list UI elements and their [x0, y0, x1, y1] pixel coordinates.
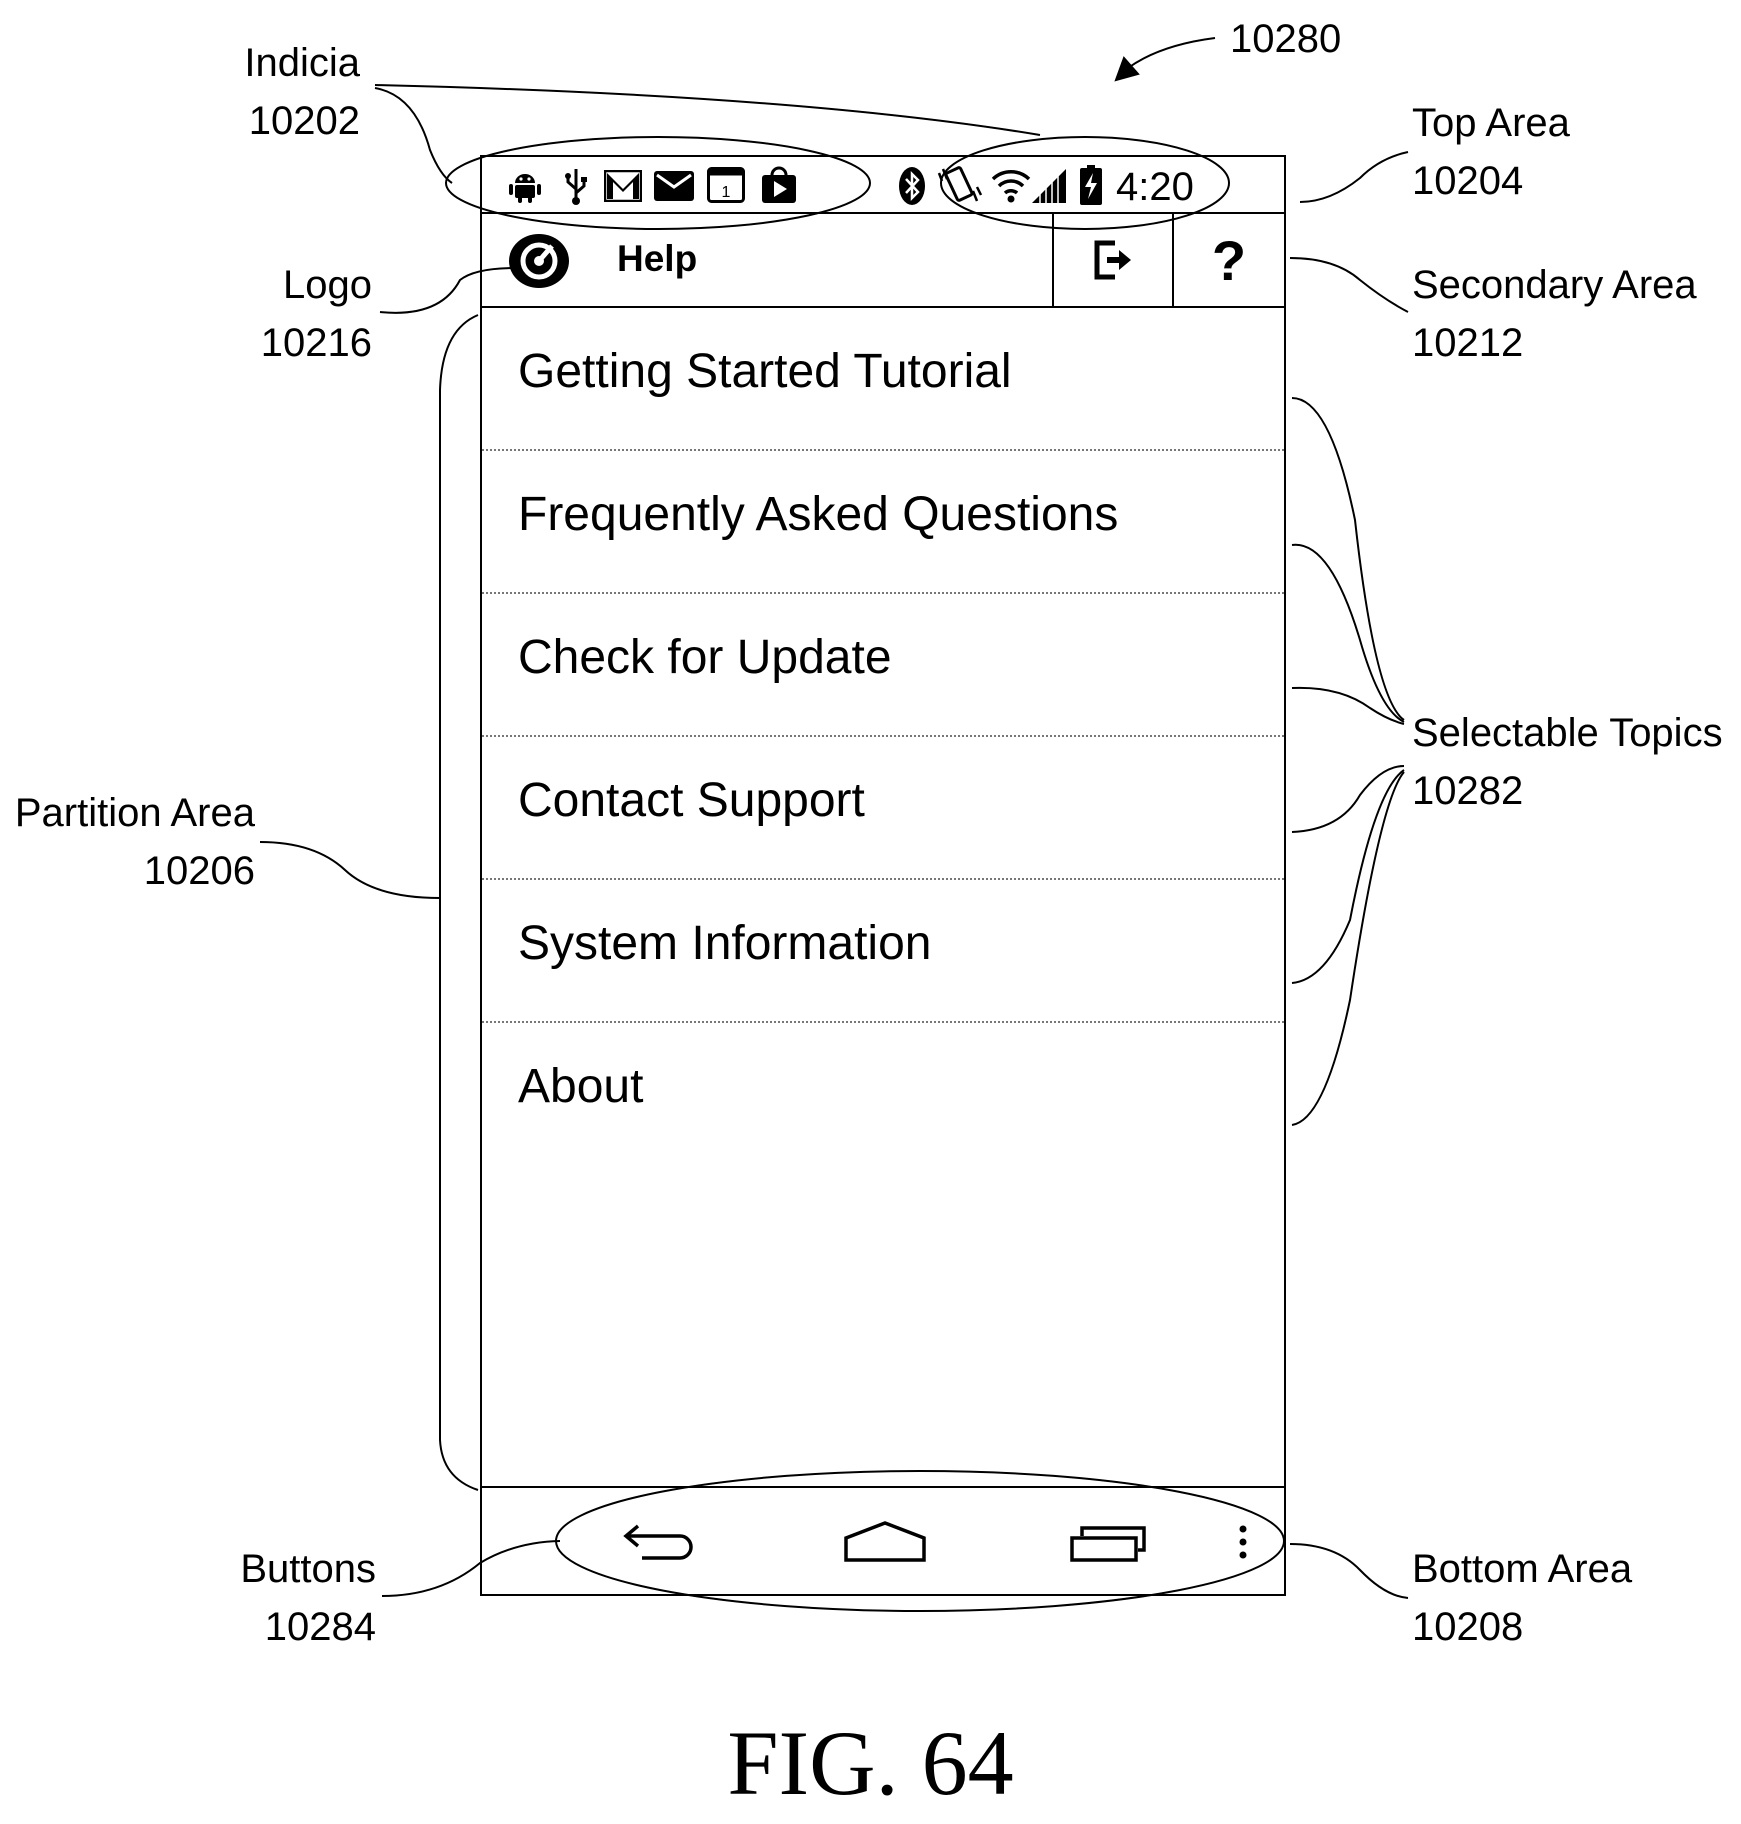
exit-icon [1093, 239, 1133, 281]
callout-buttons-ref: 10284 [200, 1598, 376, 1656]
topic-label: About [518, 1059, 643, 1114]
device-ref-arrow [1128, 38, 1215, 68]
callout-selectable-topics-ref: 10282 [1412, 762, 1723, 820]
recents-icon[interactable] [1070, 1520, 1148, 1564]
menu-icon[interactable] [1237, 1524, 1249, 1560]
topics-leader-2 [1292, 545, 1404, 722]
figure-label: FIG. 64 [0, 1710, 1741, 1816]
topic-list: Getting Started Tutorial Frequently Aske… [482, 308, 1284, 1166]
home-icon[interactable] [844, 1520, 926, 1564]
nav-bar [482, 1486, 1284, 1594]
topics-leader-1 [1292, 398, 1404, 720]
play-store-icon [760, 166, 798, 204]
topic-about[interactable]: About [482, 1023, 1284, 1166]
callout-bottom-area-name: Bottom Area [1412, 1540, 1632, 1598]
topic-contact-support[interactable]: Contact Support [482, 737, 1284, 880]
callout-partition-area-ref: 10206 [0, 842, 255, 900]
top-area-leader [1300, 152, 1408, 202]
vibrate-icon [937, 165, 983, 205]
partition-leader [260, 842, 440, 898]
topics-leader-5 [1292, 770, 1404, 983]
title-bar: Help ? [482, 214, 1284, 308]
callout-secondary-area: Secondary Area 10212 [1412, 256, 1697, 372]
secondary-area-leader [1290, 258, 1408, 312]
page-title: Help [617, 238, 697, 280]
logo-icon[interactable] [508, 233, 570, 289]
callout-partition-area: Partition Area 10206 [0, 784, 255, 900]
battery-charging-icon [1080, 165, 1102, 205]
phone-screen: 1 4:20 [480, 155, 1286, 1596]
callout-buttons: Buttons 10284 [200, 1540, 376, 1656]
help-button[interactable]: ? [1172, 214, 1284, 306]
callout-top-area: Top Area 10204 [1412, 94, 1570, 210]
back-icon[interactable] [622, 1522, 698, 1562]
help-icon: ? [1212, 228, 1246, 293]
indicia-leader [375, 88, 452, 183]
topic-label: Frequently Asked Questions [518, 487, 1118, 542]
topic-check-for-update[interactable]: Check for Update [482, 594, 1284, 737]
topic-label: Getting Started Tutorial [518, 344, 1012, 399]
android-icon [508, 169, 542, 203]
topic-system-information[interactable]: System Information [482, 880, 1284, 1023]
callout-device-ref: 10280 [1230, 10, 1341, 68]
calendar-icon: 1 [707, 167, 745, 203]
partition-brace [440, 315, 478, 1490]
callout-indicia-ref: 10202 [200, 92, 360, 150]
callout-selectable-topics: Selectable Topics 10282 [1412, 704, 1723, 820]
callout-top-area-name: Top Area [1412, 94, 1570, 152]
topics-leader-3 [1292, 688, 1404, 724]
topic-label: Check for Update [518, 630, 892, 685]
topic-label: System Information [518, 916, 931, 971]
bottom-area-leader [1290, 1544, 1408, 1598]
callout-bottom-area: Bottom Area 10208 [1412, 1540, 1632, 1656]
callout-logo-name: Logo [200, 256, 372, 314]
wifi-icon [990, 167, 1032, 203]
status-time: 4:20 [1116, 165, 1194, 209]
callout-logo-ref: 10216 [200, 314, 372, 372]
topics-leader-4 [1292, 766, 1404, 832]
callout-device-ref-number: 10280 [1230, 10, 1341, 68]
topics-leader-6 [1292, 772, 1404, 1125]
topic-faq[interactable]: Frequently Asked Questions [482, 451, 1284, 594]
indicia-top-leader [375, 85, 1040, 135]
status-bar: 1 4:20 [482, 157, 1284, 214]
calendar-day-text: 1 [722, 184, 731, 201]
callout-secondary-area-name: Secondary Area [1412, 256, 1697, 314]
signal-icon [1030, 169, 1068, 203]
callout-selectable-topics-name: Selectable Topics [1412, 704, 1723, 762]
callout-top-area-ref: 10204 [1412, 152, 1570, 210]
callout-logo: Logo 10216 [200, 256, 372, 372]
callout-buttons-name: Buttons [200, 1540, 376, 1598]
bluetooth-icon [898, 166, 926, 206]
gmail-icon [604, 170, 642, 202]
usb-icon [564, 167, 588, 205]
exit-button[interactable] [1052, 214, 1172, 306]
device-ref-arrowhead [1116, 58, 1138, 80]
callout-indicia-name: Indicia [200, 34, 360, 92]
callout-secondary-area-ref: 10212 [1412, 314, 1697, 372]
callout-bottom-area-ref: 10208 [1412, 1598, 1632, 1656]
callout-partition-area-name: Partition Area [0, 784, 255, 842]
mail-icon [654, 171, 694, 201]
topic-label: Contact Support [518, 773, 865, 828]
callout-indicia: Indicia 10202 [200, 34, 360, 150]
topic-getting-started[interactable]: Getting Started Tutorial [482, 308, 1284, 451]
